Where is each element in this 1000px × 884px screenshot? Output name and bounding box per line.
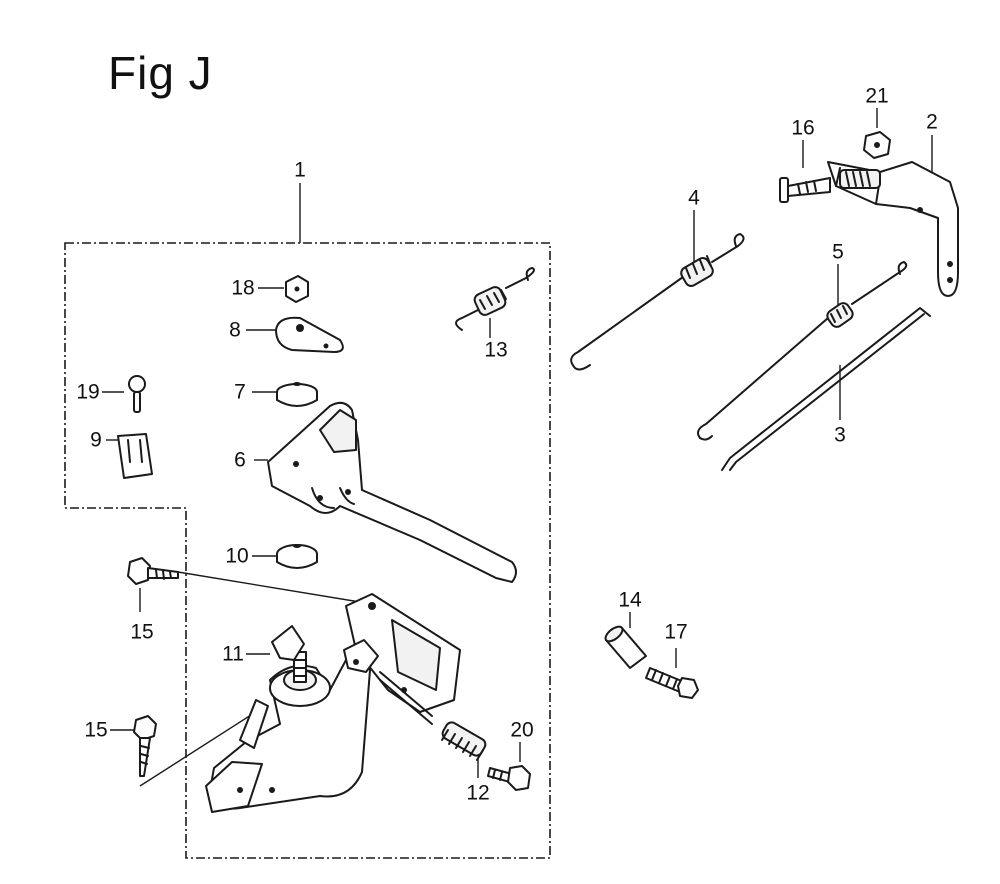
figure-title: Fig J — [108, 47, 213, 99]
callout-15-lower: 15 — [84, 718, 108, 742]
part-3-governor-rod — [721, 307, 931, 471]
callout-6: 6 — [234, 448, 246, 472]
callout-20: 20 — [510, 718, 534, 742]
part-13-spring — [455, 267, 535, 331]
callout-12: 12 — [466, 781, 490, 805]
part-15-bolt-lower — [133, 715, 157, 777]
part-16-screw — [779, 177, 831, 203]
callout-3: 3 — [834, 423, 846, 447]
part-2-throttle-lever — [827, 161, 959, 297]
part-9-clip — [117, 433, 153, 479]
part-4-spring-rod — [570, 233, 745, 371]
callout-7: 7 — [234, 380, 246, 404]
callout-2: 2 — [926, 110, 938, 134]
part-19-screw — [128, 375, 146, 413]
leader-lines — [102, 108, 933, 787]
callout-9: 9 — [90, 428, 102, 452]
callout-19: 19 — [76, 380, 100, 404]
callout-14: 14 — [618, 588, 642, 612]
callout-17: 17 — [664, 620, 688, 644]
callout-16: 16 — [791, 116, 815, 140]
callout-18: 18 — [231, 276, 255, 300]
part-7-washer — [276, 382, 318, 407]
part-10-washer — [276, 544, 318, 569]
callout-21: 21 — [865, 84, 889, 108]
part-5-governor-spring-rod — [697, 261, 908, 441]
part-18-nut — [285, 275, 309, 303]
callout-11: 11 — [222, 642, 244, 666]
callout-5: 5 — [832, 240, 844, 264]
part-14-collar — [604, 625, 647, 669]
part-8-plate — [275, 316, 344, 353]
part-17-bolt — [645, 667, 699, 699]
callout-8: 8 — [229, 318, 241, 342]
callout-4: 4 — [688, 186, 700, 210]
callout-15-upper: 15 — [130, 620, 154, 644]
part-12-spring — [441, 721, 487, 761]
callout-1: 1 — [294, 158, 306, 182]
part-21-nut — [863, 131, 891, 159]
part-15-bolt-upper — [127, 557, 179, 585]
callout-10: 10 — [225, 544, 249, 568]
part-20-bolt — [487, 765, 531, 791]
part-11-base-bracket — [205, 593, 461, 813]
assembly-frame — [64, 242, 551, 859]
part-6-control-lever — [267, 401, 517, 583]
callout-13: 13 — [484, 338, 508, 362]
